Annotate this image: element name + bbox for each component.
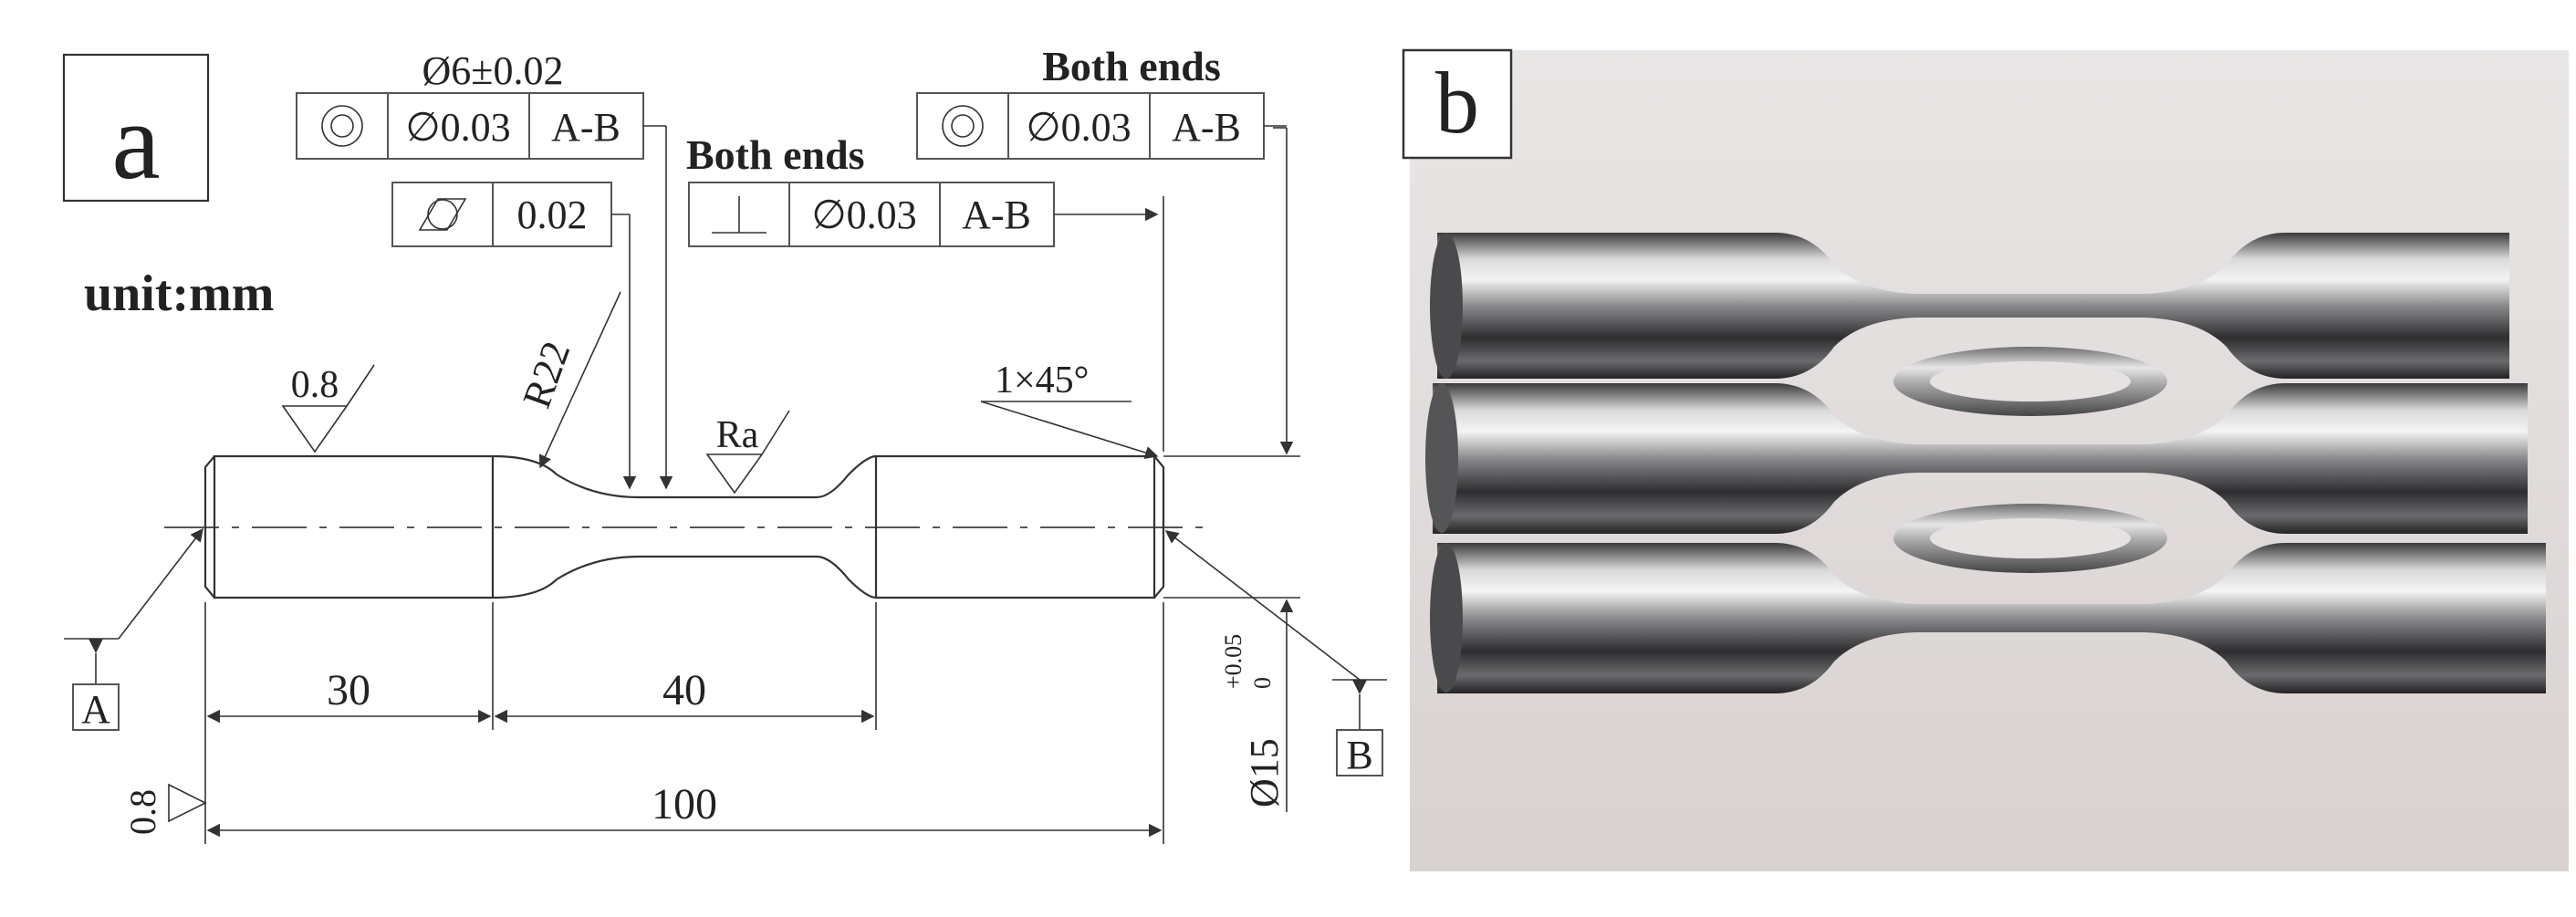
both-ends-2: Both ends (1042, 43, 1221, 89)
roughness-bottom-symbol (168, 783, 207, 823)
dim-100: 100 (652, 780, 717, 828)
dim-40: 40 (662, 666, 706, 714)
coaxiality-icon (321, 105, 363, 147)
perp-value: ∅0.03 (811, 193, 916, 237)
radius-label: R22 (514, 336, 579, 414)
dia-15-label: Ø15 +0.05 0 (1220, 634, 1287, 808)
roughness-left: 0.8 (291, 364, 339, 406)
unit-label: unit:mm (84, 266, 274, 322)
datum-a-box (72, 683, 120, 731)
panel-b: b (1402, 48, 2569, 871)
r22-leader (538, 291, 621, 469)
panel-a-label-box (62, 53, 210, 203)
chamfer-left (203, 455, 215, 599)
datum-b: B (1346, 733, 1372, 777)
svg-text:0: 0 (1249, 677, 1276, 689)
roughness-mid: Ra (716, 414, 759, 456)
svg-text:Ø15: Ø15 (1242, 738, 1287, 808)
roughness-mid-symbol (705, 410, 790, 495)
roughness-bottom: 0.8 (122, 789, 163, 835)
svg-text:+0.05: +0.05 (1220, 634, 1246, 689)
datum-b-leader (1164, 530, 1361, 681)
coaxiality-icon-2 (942, 105, 984, 147)
datum-a: A (81, 687, 110, 732)
perp-datum: A-B (962, 193, 1031, 237)
coaxial-datum: A-B (551, 105, 621, 150)
chamfer-right (1153, 455, 1165, 599)
panel-a-label: a (111, 80, 160, 202)
roughness-left-symbol (281, 364, 375, 453)
datum-a-leader (118, 527, 203, 640)
panel-b-label: b (1435, 54, 1479, 151)
datum-b-box (1336, 729, 1383, 776)
perpendicularity-icon (712, 196, 767, 234)
specimen-photo-1 (1430, 233, 2509, 379)
coaxial2-value: ∅0.03 (1026, 105, 1131, 150)
chamfer-label: 1×45° (995, 360, 1089, 401)
coaxial2-datum: A-B (1172, 105, 1241, 150)
cylindricity-icon (418, 198, 467, 231)
diameter-tolerance: Ø6±0.02 (422, 48, 564, 93)
dim-30: 30 (327, 666, 370, 714)
panel-a: a unit:mm 30 40 100 A (62, 43, 1387, 844)
coaxial-value: ∅0.03 (405, 105, 510, 150)
panel-b-label-box (1402, 48, 1513, 160)
both-ends-1: Both ends (686, 131, 865, 178)
specimen-photo-3 (1430, 543, 2546, 693)
specimen-photo-2 (1425, 383, 2528, 534)
cylindricity-value: 0.02 (517, 193, 588, 237)
